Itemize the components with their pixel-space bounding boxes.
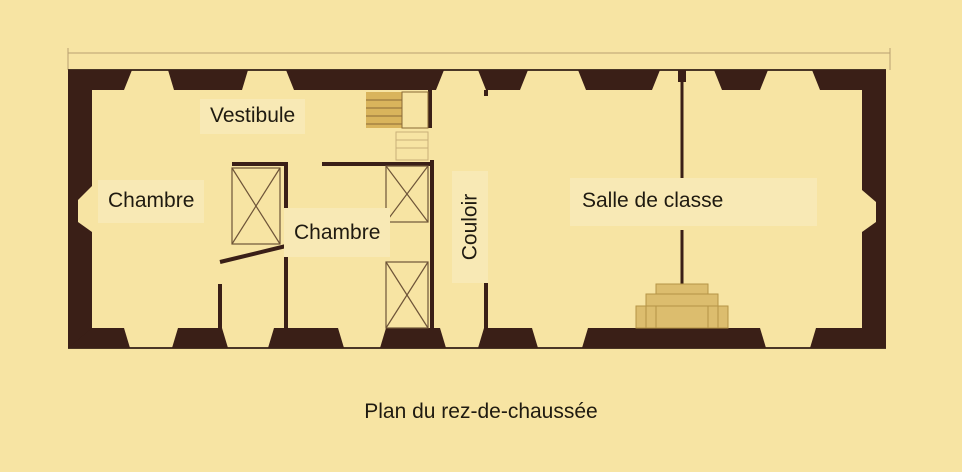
room-label-vestibule: Vestibule (200, 99, 306, 134)
top-pier (578, 70, 660, 90)
staircase (366, 91, 429, 161)
right-window (862, 190, 876, 232)
plan-caption: Plan du rez-de-chaussée (364, 400, 598, 423)
room-label-couloir: Couloir (452, 171, 488, 283)
room-label-salle-de-classe: Salle de classe (570, 178, 818, 226)
top-pier (286, 70, 444, 90)
bottom-pier (268, 328, 344, 348)
left-window (78, 186, 92, 232)
bottom-pier (582, 328, 766, 348)
bottom-pier (810, 328, 886, 348)
top-wall (68, 70, 886, 348)
bottom-pier (68, 328, 130, 348)
column-top (678, 70, 686, 82)
top-pier (478, 70, 528, 90)
top-pier (714, 70, 768, 90)
bottom-pier (172, 328, 228, 348)
room-label-chambre-left: Chambre (98, 180, 205, 223)
bottom-pier (478, 328, 538, 348)
interior-partitions (218, 90, 488, 330)
room-label-chambre-center: Chambre (284, 208, 391, 257)
closet-boxes (231, 165, 429, 329)
stepped-platform (635, 283, 729, 329)
top-pier (68, 70, 132, 90)
platform-steps (645, 306, 719, 328)
bottom-wall (68, 328, 886, 348)
bottom-pier (380, 328, 446, 348)
couloir-text: Couloir (458, 193, 482, 261)
top-pier (168, 70, 248, 90)
